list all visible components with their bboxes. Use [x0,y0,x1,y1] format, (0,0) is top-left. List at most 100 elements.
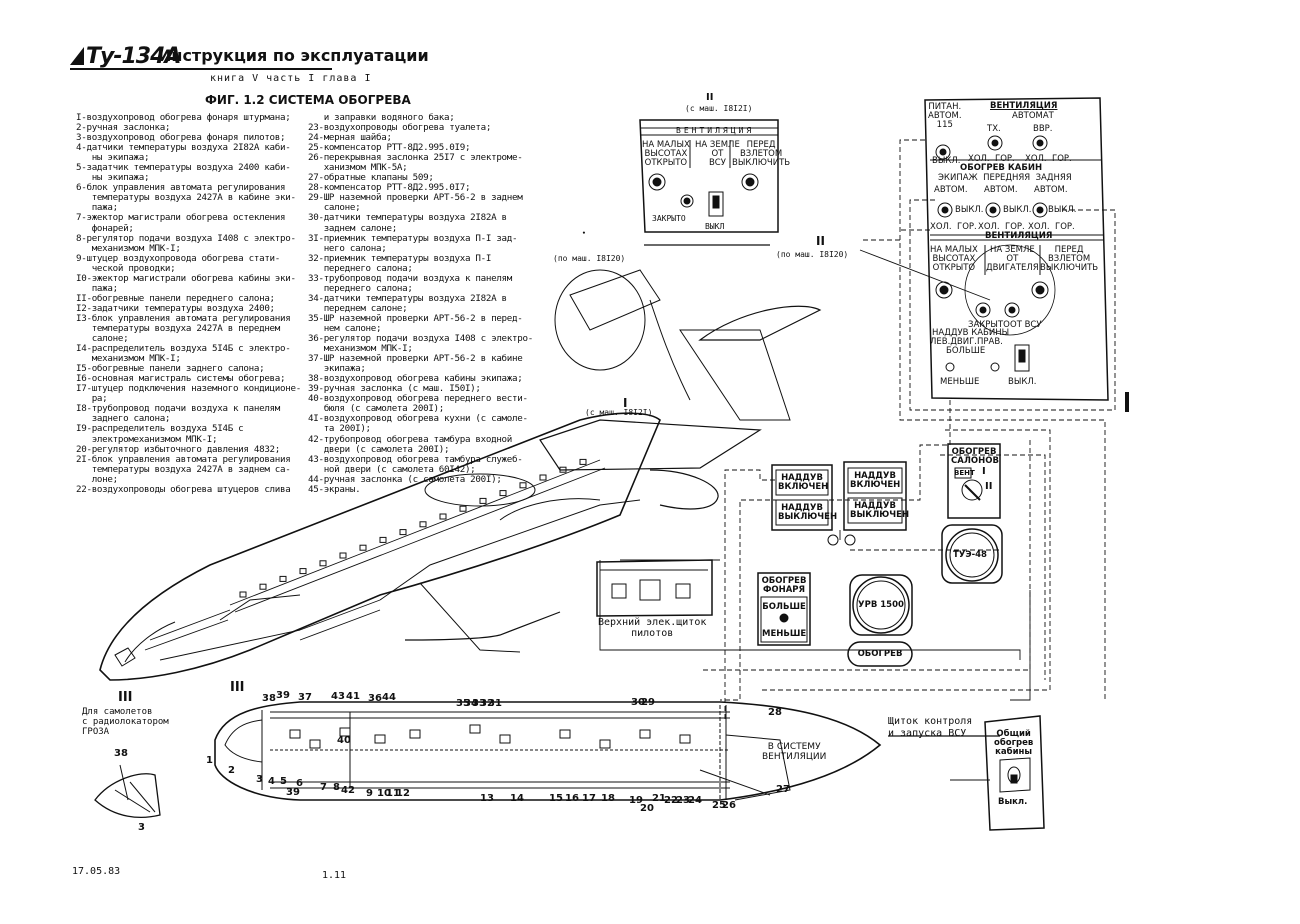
panel-right-avtom-2: АВТОМ. [984,185,1018,195]
callout-number: 29 [641,697,655,708]
legend-line: 3I-приемник температуры воздуха П-I зад- [308,232,518,244]
component-mark [559,729,571,739]
nadduv-on-2: НАДДУВ ВКЛЮЧЕН [850,471,901,490]
switch-pos-2: II [985,481,993,492]
callout-number: 37 [298,692,312,703]
legend-line: экипажа; [308,363,366,375]
legend-line: 45-экраны. [308,483,361,495]
apu-off-label: Выкл. [998,797,1028,807]
legend-line: 38-воздухопровод обогрева кабины экипажа… [308,373,523,385]
panel-top-col2: НА ЗЕМЛЕ ОТ ВСУ [695,140,740,168]
legend-line: 44-ручная заслонка (с самолета 200I); [308,473,502,485]
panel-right-pitan: ПИТАН. АВТОМ. 115 [928,102,962,130]
legend-line: II-обогревные панели переднего салона; [76,292,275,304]
legend-line: салоне; [76,333,129,345]
legend-line: 25-компенсатор РТТ-8Д2.995.0I9; [308,142,471,154]
legend-line: переднем салоне; [308,302,408,314]
panel-right-vykl-c: ВЫКЛ. [1048,205,1077,215]
legend-line: лоне; [76,473,118,485]
panel-right-c1: НА МАЛЫХ ВЫСОТАХ ОТКРЫТО [930,245,978,273]
window-mark [459,505,467,512]
legend-line: I6-основная магистраль системы обогрева; [76,373,286,385]
component-mark [409,729,421,739]
ref-ii-right: II [816,234,825,248]
callout-number: 22 [664,795,678,806]
callout-number: 1 [206,755,213,766]
footer-date: 17.05.83 [72,866,121,877]
panel-right-hol-gor-3: ХОЛ. ГОР. [930,222,977,232]
legend-line: бюля (с самолета 200I); [308,403,445,415]
legend-line: механизмом МПК-I; [308,343,413,355]
legend-line: 33-трубопровод подачи воздуха к панелям [308,272,513,284]
callout-number: 23 [676,795,690,806]
panel-right-obogrev-kabin: ОБОГРЕВ КАБИН [960,163,1043,173]
apu-control-caption: Щиток контроля и запуска ВСУ [888,716,973,739]
legend-line: ческой проводки; [76,262,176,274]
legend-line: 22-воздухопроводы обогрева штуцеров слив… [76,483,291,495]
component-mark [289,729,301,739]
legend-line: I9-распределитель воздуха 5I4Б с [76,423,244,435]
panel-top-roman: II [706,92,714,103]
window-mark [399,529,407,536]
callout-number: 34 [464,698,478,709]
aircraft-logo: Ту-134А [70,44,181,69]
callout-number: 39 [286,787,300,798]
panel-right-menshe: МЕНЬШЕ [940,377,980,387]
legend-line: механизмом МПК-I; [76,242,181,254]
radar-nose-inset [94,764,161,818]
legend-line: заднем салоне; [308,222,398,234]
legend-line: 5-задатчик температуры воздуха 2400 каби… [76,162,291,174]
window-mark [559,466,567,473]
component-mark [374,734,386,744]
panel-top-serial: (с маш. I8I2I) [685,104,753,113]
aircraft-side-view [214,701,882,801]
component-mark [599,739,611,749]
callout-number: 44 [382,692,396,703]
legend-line: 29-ШР наземной проверки АРТ-56-2 в задне… [308,192,523,204]
legend-line: 42-трубопровод обогрева тамбура входной [308,433,513,445]
panel-right-zakryto: ЗАКРЫТО [968,320,1010,330]
panel-right-hol-gor: ХОЛ. ГОР. [968,154,1015,164]
cabin-heating-switch-box [947,443,1001,519]
panel-top-col3: ПЕРЕД ВЗЛЕТОМ ВЫКЛЮЧИТЬ [732,140,791,168]
panel-right-tx: ТХ. [987,124,1001,134]
callout-number: 42 [341,785,355,796]
panel-right-c2: НА ЗЕМЛЕ ОТ ДВИГАТЕЛЯ [986,245,1039,273]
panel-right-vvr: ВВР. [1033,124,1053,134]
legend-line: I0-эжектор магистрали обогрева кабины эк… [76,272,296,284]
panel-right-c3: ПЕРЕД ВЗЛЕТОМ ВЫКЛЮЧИТЬ [1040,245,1099,273]
legend-line: него салона; [308,242,387,254]
window-mark [319,560,327,567]
window-mark [279,575,287,582]
tue48-gauge [941,524,1003,584]
legend-line: переднего салона; [308,262,413,274]
callout-number: 16 [565,793,579,804]
callout-number: 26 [722,800,736,811]
component-mark [469,724,481,734]
manual-title: Инструкция по эксплуатации [158,46,429,65]
legend-line: 28-компенсатор РТТ-8Д2.995.0I7; [308,182,471,194]
callout-number: 21 [652,793,666,804]
obogrev-salonov-label: ОБОГРЕВ САЛОНОВ [951,447,999,466]
legend-line: та 200I); [308,423,371,435]
callout-number: 13 [480,793,494,804]
legend-line: 9-штуцер воздухопровода обогрева стати- [76,252,281,264]
component-mark [499,734,511,744]
legend-line: заднего салона; [76,413,171,425]
legend-line: 3-воздухопровод обогрева фонаря пилотов; [76,132,286,144]
upper-panel-caption: Верхний элек.щиток пилотов [598,617,707,639]
callout-number: 3 [256,774,263,785]
component-mark [639,729,651,739]
legend-line: переднего салона; [308,282,413,294]
callout-number: 12 [396,788,410,799]
legend-line: 2-ручная заслонка; [76,122,171,134]
legend-line: 23-воздухопроводы обогрева туалета; [308,122,492,134]
ventilation-panel-top [639,119,779,246]
panel-right-vykl-a: ВЫКЛ. [955,205,984,215]
legend-line: температуры воздуха 2427А в переднем [76,322,281,334]
callout-number: 30 [631,697,645,708]
window-mark [479,497,487,504]
callout-number: 11 [386,788,400,799]
legend-line: 30-датчики температуры воздуха 2I82А в [308,212,507,224]
